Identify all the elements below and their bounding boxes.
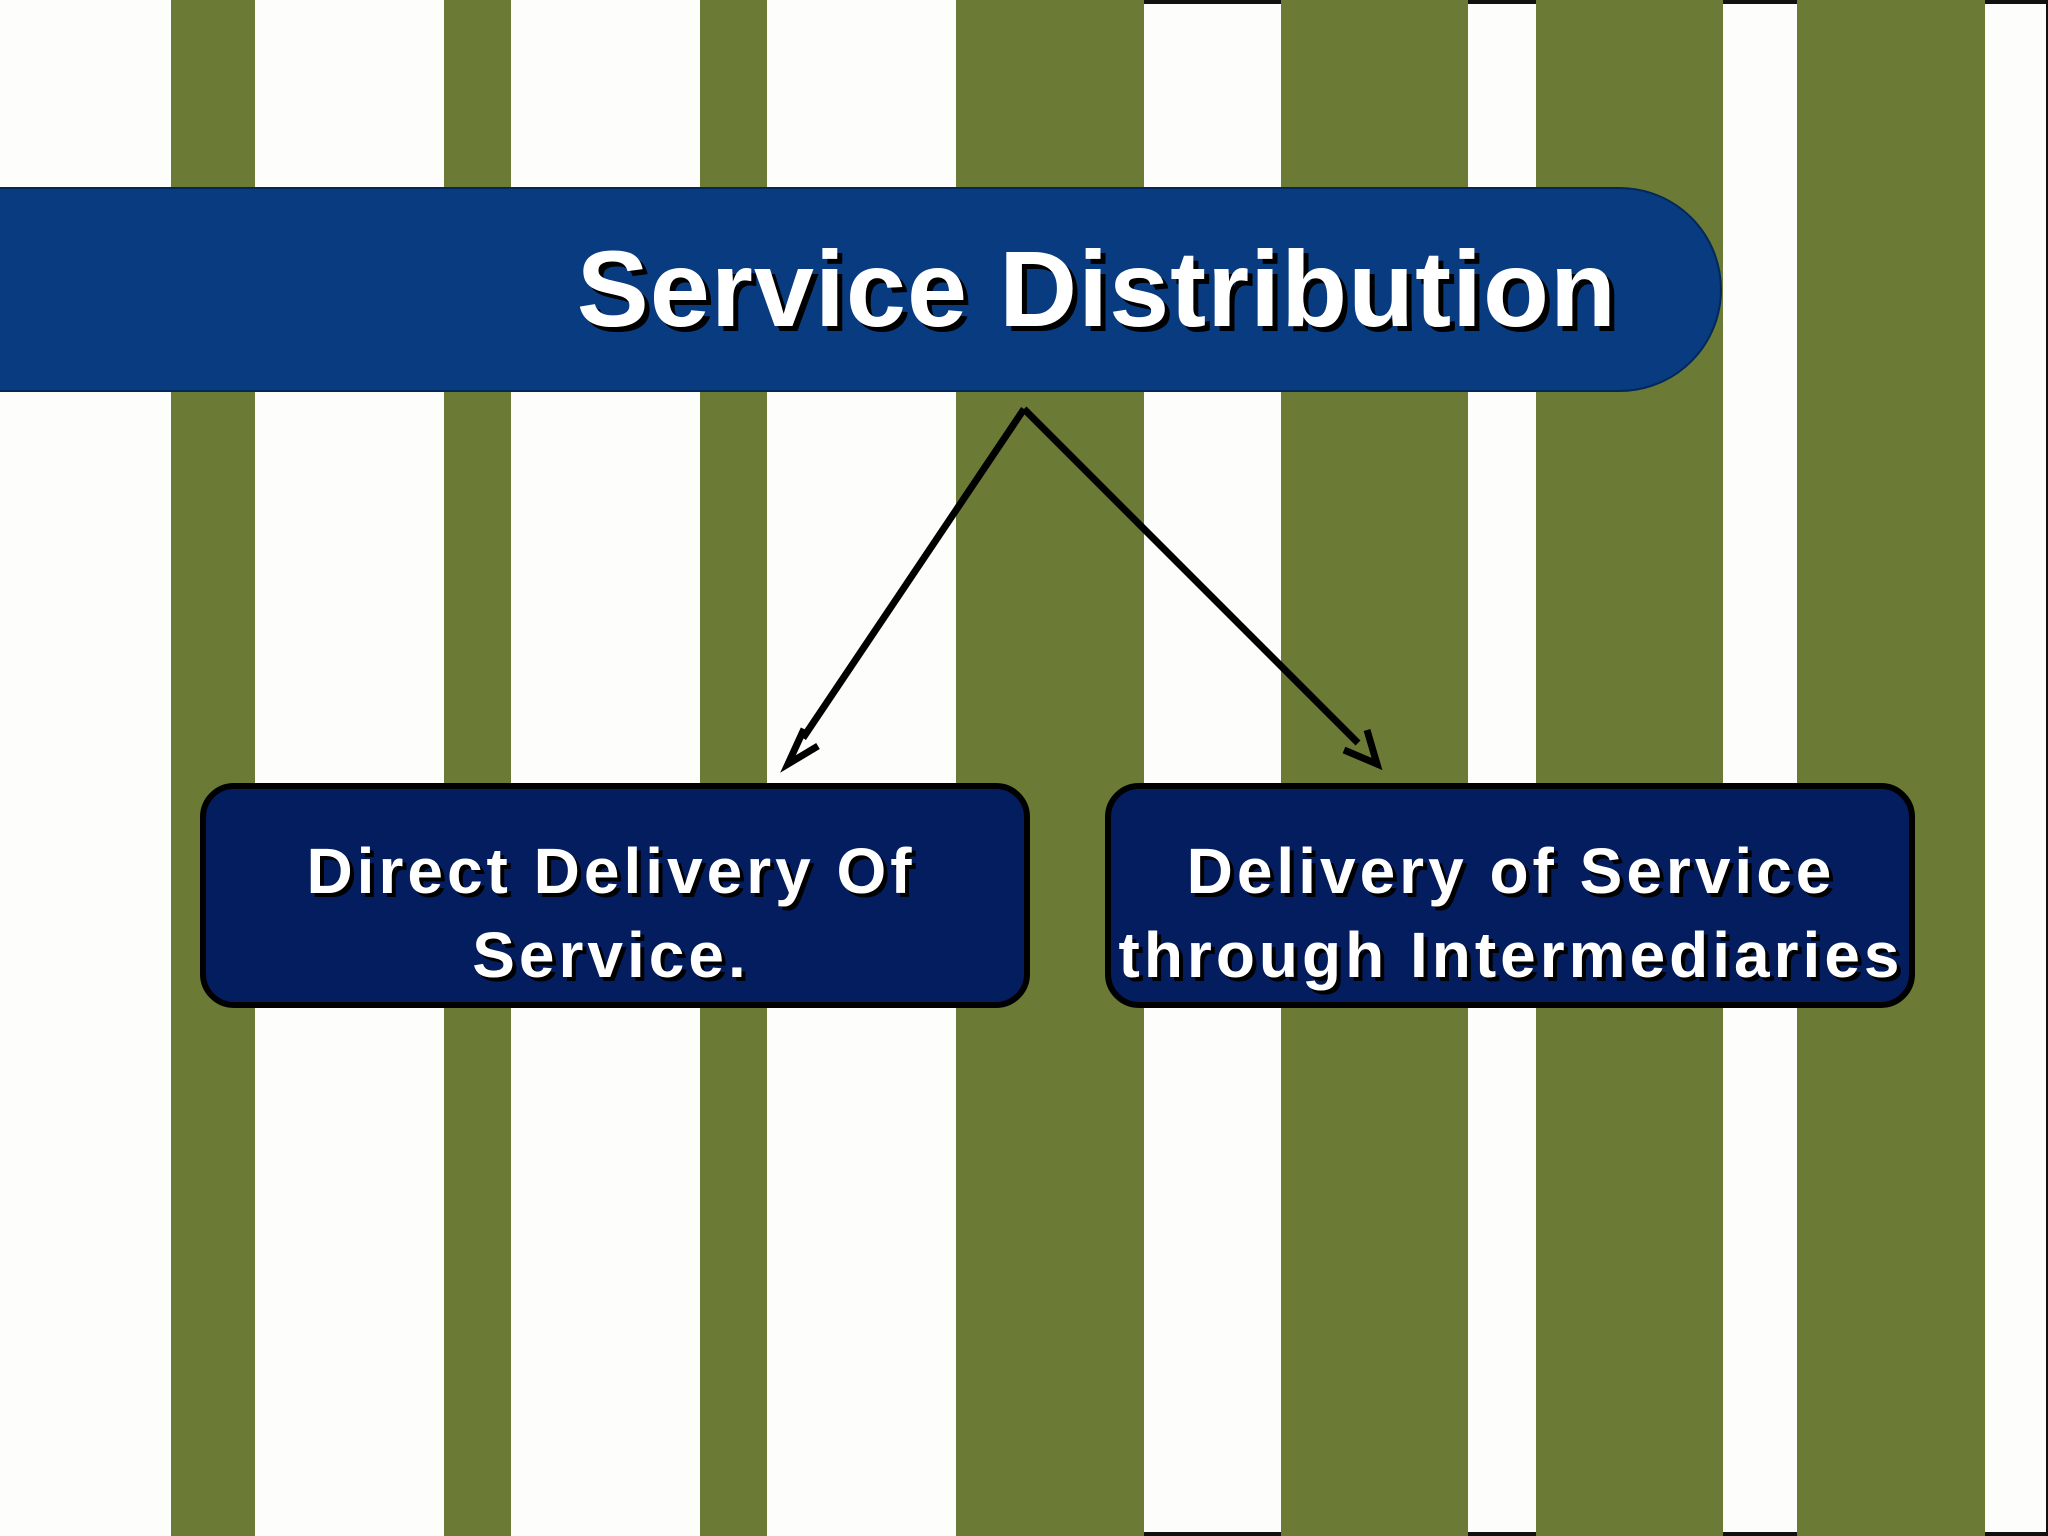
bottom-rule xyxy=(1723,1532,1797,1536)
intermediaries-delivery-line-2: through Intermediaries xyxy=(1118,919,1904,991)
slide-title: Service Distribution xyxy=(576,228,1617,349)
direct-delivery-line-2: Service. xyxy=(472,919,750,991)
arrow-to-direct-delivery xyxy=(780,407,1027,773)
direct-delivery-line-1: Direct Delivery Of xyxy=(306,835,916,907)
top-rule xyxy=(1468,0,1536,4)
bottom-rule xyxy=(1144,1532,1281,1536)
bottom-rule xyxy=(1468,1532,1536,1536)
direct-delivery-label: Direct Delivery Of Service. xyxy=(206,829,1016,997)
top-rule xyxy=(1144,0,1281,4)
intermediaries-delivery-box: Delivery of Service through Intermediari… xyxy=(1105,783,1915,1008)
intermediaries-delivery-line-1: Delivery of Service xyxy=(1186,835,1836,907)
top-rule xyxy=(1723,0,1797,4)
background-stripe xyxy=(1797,0,1985,1536)
arrow-to-intermediaries xyxy=(1021,406,1383,771)
intermediaries-delivery-label: Delivery of Service through Intermediari… xyxy=(1061,829,1961,997)
direct-delivery-box: Direct Delivery Of Service. xyxy=(200,783,1030,1008)
top-rule xyxy=(1985,0,2048,4)
right-rule xyxy=(2046,0,2048,1536)
title-banner: Service Distribution xyxy=(0,187,1722,392)
bottom-rule xyxy=(1985,1532,2048,1536)
